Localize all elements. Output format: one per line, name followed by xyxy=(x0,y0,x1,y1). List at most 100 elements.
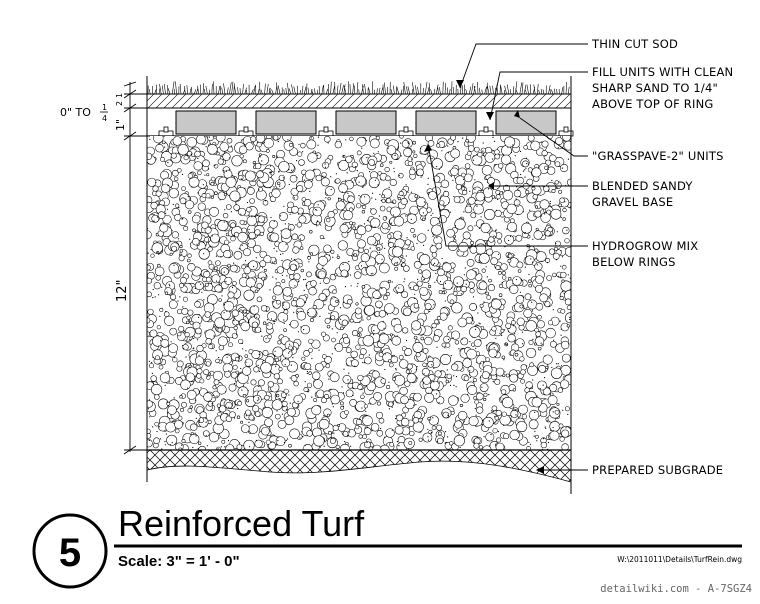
gravel-stone xyxy=(281,400,288,407)
gravel-stone xyxy=(378,310,387,318)
gravel-fine xyxy=(405,184,407,186)
gravel-stone xyxy=(147,152,153,160)
gravel-fine xyxy=(513,254,515,256)
detail-number-circle xyxy=(32,513,108,589)
gravel-fine xyxy=(517,431,519,433)
gravel-fine xyxy=(276,250,278,252)
sand-fill-dim-text: 0" TO xyxy=(60,106,91,119)
gravel-stone xyxy=(180,407,185,412)
gravel-fine xyxy=(365,140,368,142)
gravel-fine xyxy=(261,335,263,337)
gravel-fine xyxy=(267,324,269,326)
thin-cut-sod-layer xyxy=(147,81,571,95)
gravel-stone xyxy=(230,371,238,379)
gravel-stone xyxy=(155,190,162,197)
gravel-fine xyxy=(289,324,291,326)
gravel-stone xyxy=(527,299,538,310)
gravel-fine xyxy=(517,213,519,216)
gravel-fine xyxy=(492,136,494,138)
gravel-fine xyxy=(223,221,225,223)
gravel-fine xyxy=(534,411,536,413)
gravel-stone xyxy=(318,418,330,430)
gravel-fine xyxy=(453,195,455,198)
gravel-stone xyxy=(507,253,513,259)
gravel-fine xyxy=(427,428,429,430)
gravel-stone xyxy=(243,159,247,164)
gravel-fine xyxy=(307,312,309,314)
gravel-fine xyxy=(420,176,422,178)
gravel-fine xyxy=(219,416,222,418)
gravel-fine xyxy=(561,167,564,169)
gravel-stone xyxy=(518,404,528,415)
gravel-stone xyxy=(516,176,524,185)
gravel-fine xyxy=(503,359,505,361)
gravel-stone xyxy=(434,319,439,325)
gravel-stone xyxy=(417,233,427,243)
gravel-stone xyxy=(554,161,561,167)
gravel-stone xyxy=(295,298,305,308)
gravel-stone xyxy=(174,213,182,222)
gravel-fine xyxy=(253,163,255,165)
gravel-fine xyxy=(331,353,333,355)
gravel-stone xyxy=(243,248,251,257)
gravel-stone xyxy=(540,212,551,223)
gravel-stone xyxy=(566,305,571,310)
gravel-fine xyxy=(269,165,272,167)
gravel-stone xyxy=(391,153,399,160)
gravel-stone xyxy=(528,279,532,283)
gravel-fine xyxy=(284,223,286,225)
gravel-stone xyxy=(303,350,310,357)
gravel-stone xyxy=(256,142,262,148)
gravel-fine xyxy=(370,273,372,275)
gravel-fine xyxy=(360,265,363,267)
gravel-fine xyxy=(400,142,402,144)
gravel-fine xyxy=(529,209,531,211)
gravel-stone xyxy=(525,189,530,195)
gravel-fine xyxy=(563,292,565,294)
gravel-fine xyxy=(237,353,239,355)
gravel-stone xyxy=(412,417,419,424)
gravel-stone xyxy=(435,242,443,250)
gravel-stone xyxy=(192,238,200,246)
gravel-stone xyxy=(291,233,299,241)
gravel-stone xyxy=(226,204,232,210)
gravel-stone xyxy=(306,430,313,437)
gravel-fine xyxy=(231,286,234,289)
gravel-stone xyxy=(467,145,475,152)
gravel-fine xyxy=(373,334,375,336)
gravel-fine xyxy=(293,258,295,261)
gravel-stone xyxy=(400,197,408,206)
gravel-fine xyxy=(438,168,440,170)
gravel-stone xyxy=(261,426,270,436)
gravel-stone xyxy=(441,291,445,295)
gravel-fine xyxy=(540,215,542,217)
gravel-fine xyxy=(538,406,541,408)
gravel-stone xyxy=(404,239,412,246)
gravel-fine xyxy=(302,436,304,438)
gravel-stone xyxy=(403,147,413,157)
gravel-stone xyxy=(406,363,413,370)
gravel-stone xyxy=(412,150,416,154)
gravel-fine xyxy=(269,171,271,173)
gravel-stone xyxy=(171,245,177,252)
gravel-stone xyxy=(254,439,263,448)
gravel-fine xyxy=(564,201,566,203)
gravel-fine xyxy=(480,376,482,378)
gravel-stone xyxy=(535,434,539,439)
gravel-stone xyxy=(196,373,202,379)
gravel-stone xyxy=(278,174,285,181)
gravel-fine xyxy=(169,240,171,242)
gravel-stone xyxy=(168,300,178,309)
gravel-stone xyxy=(205,276,212,283)
gravel-fine xyxy=(492,381,494,383)
gravel-fine xyxy=(457,250,459,252)
gravel-fine xyxy=(226,310,228,312)
gravel-fine xyxy=(374,179,376,181)
gravel-fine xyxy=(482,361,485,363)
gravel-stone xyxy=(276,266,285,274)
gravel-stone xyxy=(424,336,433,346)
gravel-fine xyxy=(560,216,562,219)
gravel-stone xyxy=(507,258,512,263)
gravel-fine xyxy=(427,439,429,441)
gravel-fine xyxy=(240,213,242,215)
